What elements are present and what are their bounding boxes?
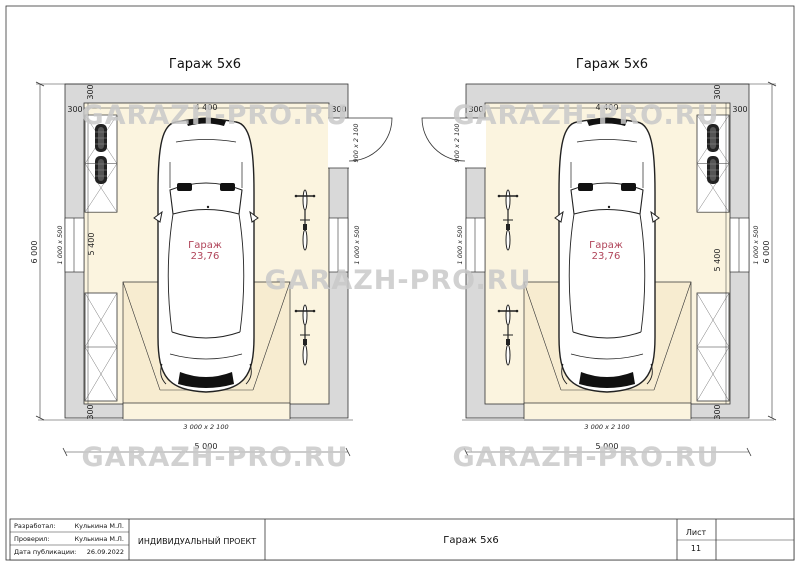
- gate-size: 3 000 х 2 100: [584, 423, 629, 431]
- dim-wall-left-bottom: 300: [86, 404, 95, 419]
- title-block: Разработал: Кулькина М.Л. Проверил: Куль…: [9, 518, 795, 561]
- date-value: 26.09.2022: [87, 548, 124, 556]
- window-right-size: 1 000 х 500: [353, 226, 361, 265]
- watermark: GARAZH-PRO.RU: [452, 442, 719, 473]
- sheet-label: Лист: [686, 528, 707, 537]
- window-right-size: 1 000 х 500: [752, 226, 760, 265]
- rack-bottom-left: [84, 292, 118, 402]
- watermark: GARAZH-PRO.RU: [452, 100, 719, 131]
- dim-wall-left-bottom: 300: [713, 404, 722, 419]
- developed-name: Кулькина М.Л.: [74, 522, 124, 530]
- rack-bottom-right: [696, 292, 730, 402]
- door-size: 900 х 2 100: [453, 124, 461, 163]
- garage-plan-left: Гараж 5х6 1 000 х 500: [30, 57, 393, 457]
- checked-name: Кулькина М.Л.: [74, 535, 124, 543]
- dim-wall-top-left: 300: [468, 105, 483, 114]
- door-swing: [348, 117, 393, 162]
- watermarks: GARAZH-PRO.RU GARAZH-PRO.RU GARAZH-PRO.R…: [81, 100, 719, 473]
- window-left-size: 1 000 х 500: [56, 226, 64, 265]
- tire-icon: [94, 155, 108, 185]
- project-type: ИНДИВИДУАЛЬНЫЙ ПРОЕКТ: [138, 535, 256, 546]
- dim-wall-top-right: 300: [331, 105, 346, 114]
- window-left-wall: [64, 217, 85, 273]
- window-left-size: 1 000 х 500: [456, 226, 464, 265]
- plan-title: Гараж 5х6: [576, 57, 648, 72]
- door-size: 900 х 2 100: [352, 124, 360, 163]
- developed-label: Разработал:: [14, 522, 56, 530]
- dim-depth-total: 6 000: [30, 241, 39, 264]
- date-label: Дата публикации:: [14, 548, 76, 556]
- watermark: GARAZH-PRO.RU: [81, 442, 348, 473]
- sheet-number: 11: [691, 544, 701, 553]
- drawing-title: Гараж 5х6: [443, 535, 499, 546]
- garage-plan-right: Гараж 5х6 1 000 х 500 1 000 х 500 900 х …: [421, 57, 777, 457]
- room-name: Гараж: [188, 240, 222, 251]
- dim-wall-left-top: 300: [713, 84, 722, 99]
- door-swing: [421, 117, 466, 162]
- window-right-wall: [729, 217, 750, 273]
- dim-width-total: 5 000: [195, 442, 218, 451]
- plan-title: Гараж 5х6: [169, 57, 241, 72]
- dim-inner-depth: 5 400: [87, 233, 96, 256]
- dim-wall-left-top: 300: [86, 84, 95, 99]
- window-right-wall: [328, 217, 349, 273]
- room-area: 23,76: [592, 251, 621, 262]
- gate-size: 3 000 х 2 100: [183, 423, 228, 431]
- dim-wall-top-right: 300: [732, 105, 747, 114]
- window-left-wall: [465, 217, 486, 273]
- watermark: GARAZH-PRO.RU: [81, 100, 348, 131]
- room-name: Гараж: [589, 240, 623, 251]
- tire-icon: [706, 155, 720, 185]
- checked-label: Проверил:: [14, 535, 50, 543]
- dim-inner-width: 4 400: [195, 103, 218, 112]
- dim-width-total: 5 000: [596, 442, 619, 451]
- watermark: GARAZH-PRO.RU: [264, 265, 531, 296]
- dim-inner-width: 4 400: [596, 103, 619, 112]
- dim-depth-total: 6 000: [762, 241, 771, 264]
- dim-wall-top-left: 300: [67, 105, 82, 114]
- dim-inner-depth: 5 400: [713, 249, 722, 272]
- room-area: 23,76: [191, 251, 220, 262]
